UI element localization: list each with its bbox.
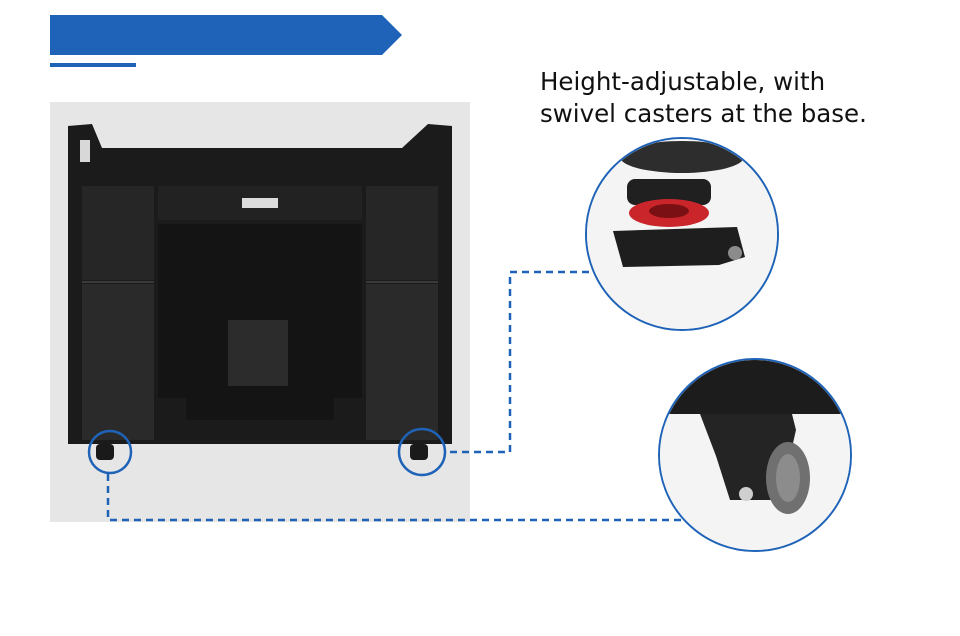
product-image — [50, 102, 470, 522]
feature-caption: Height-adjustable, with swivel casters a… — [540, 67, 867, 128]
swivel-caster-wheel-detail — [658, 358, 852, 552]
banner-underline — [50, 63, 136, 67]
header-banner — [50, 15, 402, 55]
caster-leveler-detail — [585, 137, 779, 331]
